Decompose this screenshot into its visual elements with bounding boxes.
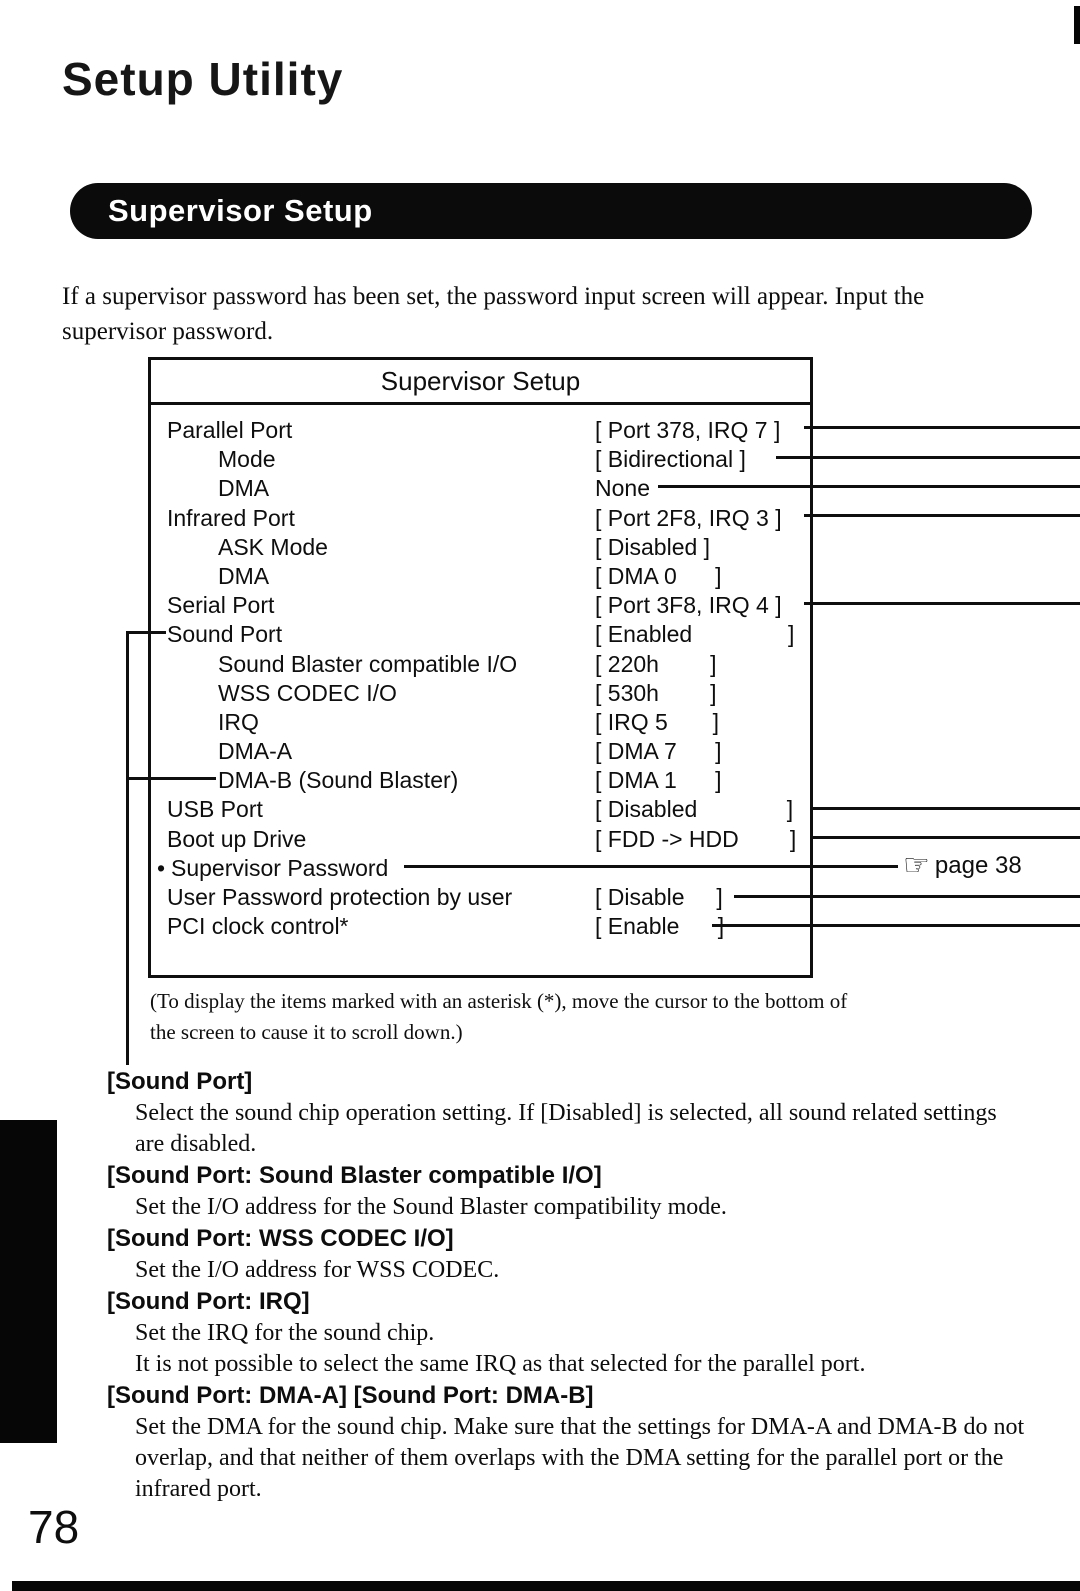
setting-value: [ Port 3F8, IRQ 4 ]: [595, 592, 782, 619]
connector-line: [126, 777, 216, 780]
setting-label: Parallel Port: [167, 417, 293, 443]
setup-row: PCI clock control* [ Enable ]: [151, 912, 810, 941]
setup-row: User Password protection by user [ Disab…: [151, 883, 810, 912]
setup-row: Sound Blaster compatible I/O [ 220h ]: [151, 650, 810, 679]
setup-row: Boot up Drive [ FDD -> HDD ]: [151, 825, 810, 854]
asterisk-note: (To display the items marked with an ast…: [150, 989, 848, 1044]
setting-label: PCI clock control*: [167, 913, 349, 940]
section-paragraph: It is not possible to select the same IR…: [135, 1351, 866, 1377]
setting-value: [ Bidirectional ]: [595, 446, 746, 473]
setting-label: User Password protection by user: [167, 884, 513, 910]
setting-value: [ DMA 7 ]: [595, 738, 722, 765]
page-title: Setup Utility: [62, 53, 344, 105]
intro-paragraph: If a supervisor password has been set, t…: [62, 283, 925, 345]
callout-line: [810, 807, 1080, 810]
setting-label: USB Port: [167, 796, 263, 823]
setup-row: DMA-A [ DMA 7 ]: [151, 737, 810, 766]
setting-label: Sound Blaster compatible I/O: [218, 650, 518, 677]
setup-row: DMA-B (Sound Blaster) [ DMA 1 ]: [151, 766, 810, 795]
section-paragraph: Set the I/O address for WSS CODEC.: [135, 1257, 500, 1283]
setting-value: None: [595, 475, 650, 502]
setting-label: Boot up Drive: [167, 825, 307, 852]
callout-line: [776, 456, 1080, 459]
section: [Sound Port] Select the sound chip opera…: [107, 1066, 1032, 1160]
setup-row: Serial Port [ Port 3F8, IRQ 4 ]: [151, 591, 810, 620]
setting-label: Supervisor Password: [171, 854, 389, 881]
setting-value: [ 220h ]: [595, 650, 717, 677]
callout-line: [658, 485, 1080, 488]
page-reference-text: page 38: [934, 852, 1022, 879]
section-heading: [Sound Port]: [107, 1068, 253, 1095]
setting-value: [ Port 378, IRQ 7 ]: [595, 417, 781, 443]
setting-label: ASK Mode: [218, 533, 328, 560]
setting-label: DMA-A: [218, 738, 293, 765]
callout-line: [810, 836, 1080, 839]
callout-line: [734, 895, 1080, 898]
setting-value: [ Enable ]: [595, 913, 725, 940]
setting-label: IRQ: [218, 708, 259, 735]
setting-label: Mode: [218, 446, 276, 473]
section-heading: [Sound Port: WSS CODEC I/O]: [107, 1225, 454, 1252]
print-registration-block: [0, 1120, 57, 1443]
page-edge-mark: [1074, 6, 1080, 44]
setting-value: [ DMA 1 ]: [595, 767, 722, 794]
page-number: 78: [28, 1501, 80, 1553]
callout-line: [804, 514, 1080, 517]
setup-row: Sound Port [ Enabled ]: [151, 620, 810, 649]
setting-label: WSS CODEC I/O: [218, 679, 397, 706]
pointing-hand-icon: ☞: [903, 849, 930, 882]
setting-label: Sound Port: [167, 621, 283, 648]
setting-label: Infrared Port: [167, 504, 295, 531]
callout-line: [804, 426, 1080, 429]
section-paragraph: Set the IRQ for the sound chip.: [135, 1320, 435, 1346]
setup-row: Infrared Port [ Port 2F8, IRQ 3 ]: [151, 504, 810, 533]
supervisor-setup-screen: Supervisor Setup Parallel Port [ Port 37…: [148, 357, 813, 978]
explanation-sections: [Sound Port] Select the sound chip opera…: [107, 1066, 1032, 1505]
setup-row: WSS CODEC I/O [ 530h ]: [151, 679, 810, 708]
section-heading: [Sound Port: Sound Blaster compatible I/…: [107, 1162, 602, 1189]
setting-label: DMA: [218, 562, 270, 589]
setup-row: DMA None: [151, 474, 810, 503]
setting-label: DMA-B (Sound Blaster): [218, 767, 459, 794]
setting-value: [ 530h ]: [595, 679, 717, 706]
callout-line: [804, 602, 1080, 605]
page-reference: ☞ page 38: [903, 848, 1022, 884]
section: [Sound Port: WSS CODEC I/O] Set the I/O …: [107, 1223, 1032, 1286]
setup-row: ASK Mode [ Disabled ]: [151, 533, 810, 562]
setup-row: • Supervisor Password: [151, 854, 810, 883]
setting-label: Serial Port: [167, 592, 275, 619]
section-heading: [Sound Port: DMA-A] [Sound Port: DMA-B]: [107, 1382, 594, 1409]
connector-line: [126, 631, 166, 634]
section-banner-label: Supervisor Setup: [108, 193, 373, 228]
callout-line: [404, 865, 898, 868]
section-paragraph: Set the I/O address for the Sound Blaste…: [135, 1194, 727, 1220]
setup-screen-title: Supervisor Setup: [151, 360, 810, 405]
section-paragraph: Set the DMA for the sound chip. Make sur…: [135, 1414, 1025, 1502]
setup-row: Mode [ Bidirectional ]: [151, 445, 810, 474]
section-banner: Supervisor Setup: [70, 183, 1032, 239]
setting-value: [ FDD -> HDD ]: [595, 825, 797, 852]
setting-value: [ IRQ 5 ]: [595, 708, 719, 735]
section: [Sound Port: IRQ] Set the IRQ for the so…: [107, 1286, 1032, 1380]
setup-row: IRQ [ IRQ 5 ]: [151, 708, 810, 737]
section-paragraph: Select the sound chip operation setting.…: [135, 1100, 997, 1157]
setting-value: [ Port 2F8, IRQ 3 ]: [595, 504, 782, 531]
connector-line: [126, 631, 129, 1065]
setup-row: DMA [ DMA 0 ]: [151, 562, 810, 591]
setting-value: [ Disable ]: [595, 884, 723, 910]
footer-bar: [12, 1581, 1080, 1591]
setup-row: Parallel Port [ Port 378, IRQ 7 ]: [151, 416, 810, 445]
section: [Sound Port: Sound Blaster compatible I/…: [107, 1160, 1032, 1223]
setting-value: [ Disabled ]: [595, 796, 794, 823]
section-heading: [Sound Port: IRQ]: [107, 1288, 310, 1315]
setup-rows: Parallel Port [ Port 378, IRQ 7 ] Mode […: [151, 416, 810, 941]
section: [Sound Port: DMA-A] [Sound Port: DMA-B] …: [107, 1380, 1032, 1505]
callout-line: [712, 924, 1080, 927]
bullet-marker: •: [157, 854, 166, 881]
setup-row: USB Port [ Disabled ]: [151, 795, 810, 824]
setting-value: [ Enabled ]: [595, 621, 795, 648]
setting-label: DMA: [218, 475, 270, 502]
setting-value: [ Disabled ]: [595, 533, 711, 560]
setting-value: [ DMA 0 ]: [595, 562, 722, 589]
